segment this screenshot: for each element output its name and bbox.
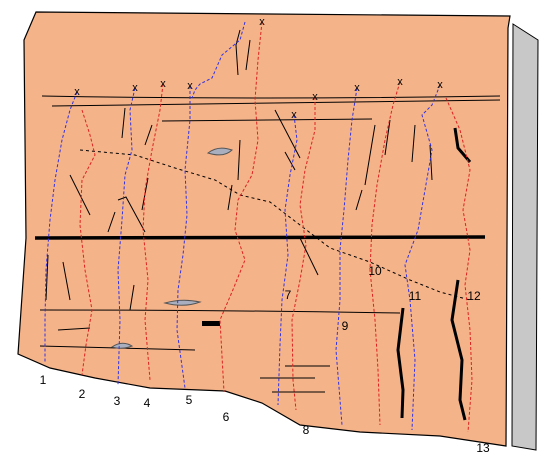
route-line-11 [404, 84, 441, 431]
route-label-13: 13 [476, 441, 490, 454]
route-line-8 [291, 97, 316, 411]
route-top-mark-4: x [160, 78, 166, 90]
route-top-mark-6: x [259, 16, 265, 28]
route-label-10: 10 [368, 264, 382, 278]
route-lines [44, 21, 473, 433]
route-top-mark-1: x [74, 86, 80, 98]
route-label-1: 1 [40, 373, 47, 387]
top-marks: x x x x x x x x x x [74, 16, 443, 121]
route-label-7: 7 [285, 288, 292, 302]
route-top-mark-5: x [187, 80, 193, 92]
route-line-4 [142, 83, 164, 381]
holds [110, 147, 233, 349]
route-label-9: 9 [342, 319, 349, 333]
route-label-3: 3 [114, 394, 121, 408]
route-top-mark-9: x [291, 109, 297, 121]
route-label-4: 4 [144, 396, 151, 410]
cracks [45, 29, 433, 311]
thick-cracks [396, 127, 472, 421]
route-label-12: 12 [467, 289, 481, 303]
route-line-9 [277, 114, 298, 406]
rock-face [17, 11, 511, 447]
route-label-11: 11 [409, 289, 422, 303]
route-line-5 [176, 86, 191, 389]
route-line-3 [117, 87, 136, 386]
route-label-6: 6 [223, 410, 230, 424]
route-top-mark-10: x [397, 76, 403, 88]
route-label-2: 2 [79, 387, 86, 401]
route-line-10 [369, 81, 401, 426]
route-top-mark-3: x [132, 82, 138, 94]
route-top-mark-8: x [312, 91, 318, 103]
route-line-2 [79, 109, 96, 376]
side-wall [511, 23, 539, 451]
bolt-marker [202, 321, 220, 326]
route-line-7 [191, 21, 246, 99]
gully-line [79, 149, 471, 301]
route-line-13 [335, 87, 358, 426]
route-top-mark-13: x [354, 82, 360, 94]
route-line-1 [44, 91, 78, 362]
route-line-6 [219, 21, 263, 393]
route-label-5: 5 [186, 393, 193, 407]
route-label-8: 8 [303, 423, 310, 437]
route-top-mark-11: x [437, 79, 443, 91]
route-line-12 [445, 97, 473, 433]
